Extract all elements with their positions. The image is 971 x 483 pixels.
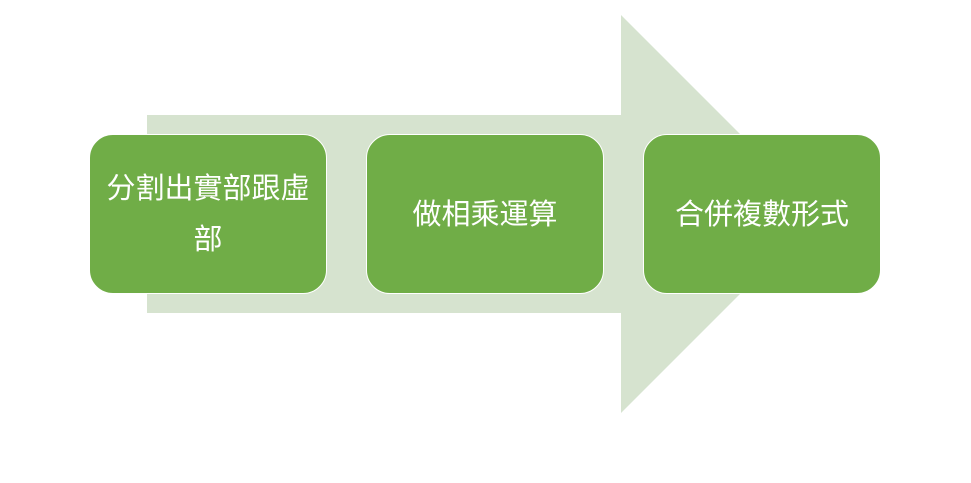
step-2-label: 做相乘運算 xyxy=(412,196,558,231)
step-1-label: 分割出實部跟虛部 xyxy=(106,171,310,256)
step-2-box: 做相乘運算 xyxy=(366,134,604,294)
step-3-box: 合併複數形式 xyxy=(643,134,881,294)
step-1-box: 分割出實部跟虛部 xyxy=(89,134,327,294)
step-3-label: 合併複數形式 xyxy=(674,196,849,231)
